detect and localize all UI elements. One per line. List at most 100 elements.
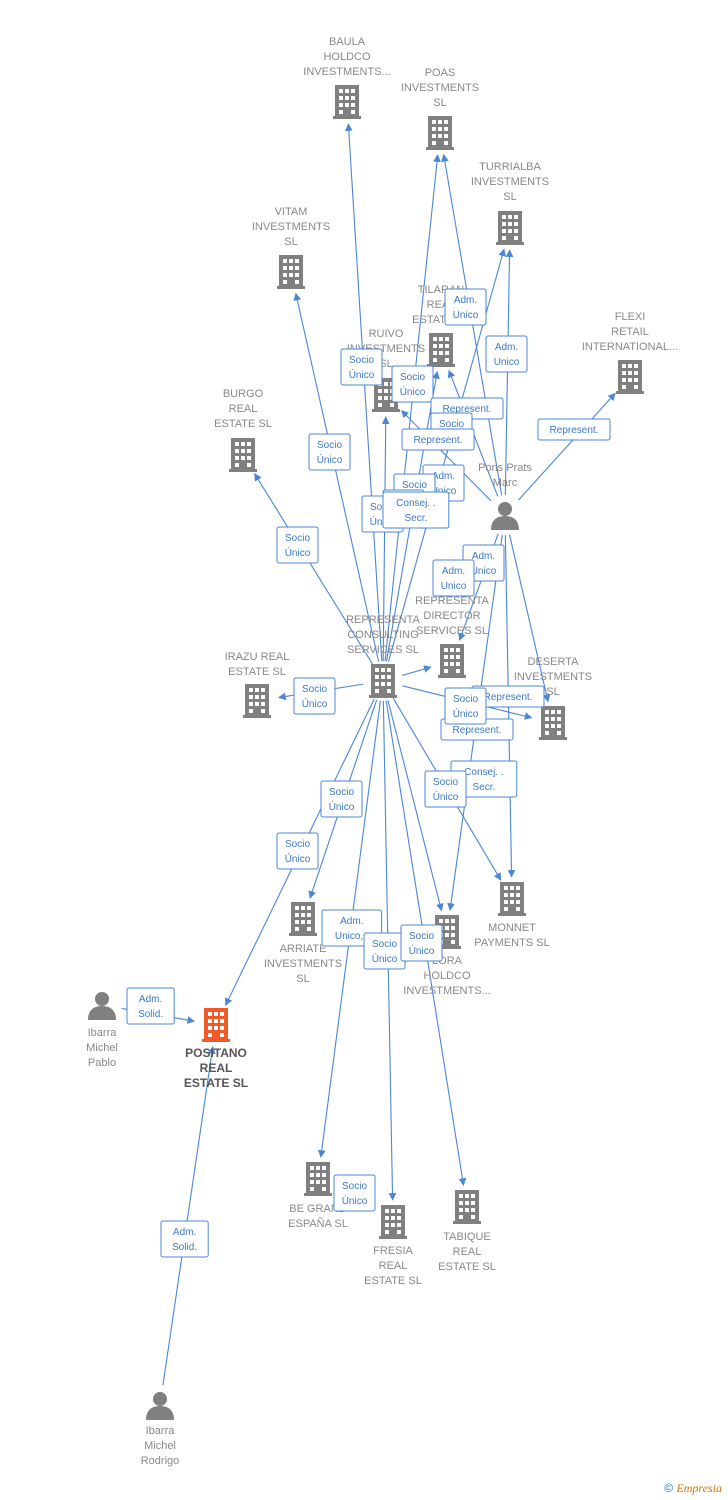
edge-label-l16[interactable]: Adm.Unico [432, 559, 475, 597]
node-label-line: Rodrigo [141, 1455, 180, 1467]
edge-label-text: Único [285, 546, 311, 559]
edge-label-text: Único [433, 790, 459, 803]
edge-ibarra_rodrigo-to-positano [162, 1046, 216, 1386]
edge-label-l1[interactable]: Adm.Unico [444, 288, 487, 326]
node-label-line: SL [284, 236, 297, 248]
node-label-line: FRESIA [373, 1245, 413, 1257]
node-label-line: TURRIALBA [479, 161, 541, 173]
node-label-line: DESERTA [528, 656, 580, 668]
node-layer: BAULAHOLDCOINVESTMENTS...POASINVESTMENTS… [86, 36, 678, 1467]
node-label-line: ARRIATE [280, 943, 327, 955]
building-icon [304, 1162, 332, 1196]
edge-label-text: Único [342, 1194, 368, 1207]
node-label-line: RETAIL [611, 326, 649, 338]
edge-representa_consulting-to-vitam [293, 292, 380, 662]
building-icon [289, 902, 317, 936]
building-icon [379, 1205, 407, 1239]
edge-label-text: Socio [329, 787, 354, 798]
edge-label-l29[interactable]: Adm.Solid. [126, 987, 175, 1025]
edge-label-text: Único [400, 385, 426, 398]
edge-label-text: Socio [285, 533, 310, 544]
building-icon [277, 255, 305, 289]
edge-label-text: Unico [441, 581, 467, 592]
edge-label-text: Socio [402, 480, 427, 491]
edge-label-text: Único [285, 852, 311, 865]
edge-label-l2[interactable]: Adm.Unico [485, 335, 528, 373]
edge-label-text: Represent. [443, 404, 492, 415]
edge-label-text: Unico [453, 310, 479, 321]
node-label-line: ESTATE SL [438, 1261, 496, 1273]
edge-label-text: Solid. [138, 1009, 163, 1020]
edge-label-text: Socio [372, 939, 397, 950]
edge-label-l7[interactable]: Represent. [537, 418, 611, 441]
edge-label-text: Adm. [173, 1227, 196, 1238]
edge-label-text: Represent. [414, 435, 463, 446]
edge-label-text: Socio [302, 684, 327, 695]
edge-label-l31[interactable]: Adm.Solid. [160, 1220, 209, 1258]
edge-representa_consulting-to-burgo [254, 473, 373, 665]
node-label-line: SL [379, 358, 392, 370]
node-baula[interactable]: BAULAHOLDCOINVESTMENTS... [303, 36, 391, 119]
building-icon [539, 706, 567, 740]
edge-label-l8[interactable]: Represent. [401, 428, 475, 451]
node-label-line: Pons Prats [478, 462, 532, 474]
node-flexi[interactable]: FLEXIRETAILINTERNATIONAL... [582, 311, 678, 394]
brand-name: Empresia [676, 1481, 722, 1495]
edge-label-text: Socio [409, 931, 434, 942]
node-label-line: INVESTMENTS [401, 82, 479, 94]
building-icon [616, 360, 644, 394]
node-label-line: SERVICES SL [416, 625, 488, 637]
edge-label-text: Adm. [472, 551, 495, 562]
node-label-line: Michel [86, 1042, 118, 1054]
building-icon [426, 116, 454, 150]
edge-label-text: Unico [471, 566, 497, 577]
node-label-line: ESTATE SL [364, 1275, 422, 1287]
node-label-line: INVESTMENTS [252, 221, 330, 233]
edge-representa_consulting-to-lora [387, 700, 444, 912]
node-label-line: SL [433, 97, 446, 109]
building-icon [427, 333, 455, 367]
edge-label-text: Único [317, 453, 343, 466]
node-label-line: INVESTMENTS [514, 671, 592, 683]
node-label-line: SL [296, 973, 309, 985]
edge-representa_consulting-to-poas [384, 154, 441, 662]
node-lora[interactable]: LORAHOLDCOINVESTMENTS... [403, 915, 491, 997]
copyright-symbol: © [664, 1481, 674, 1495]
edge-label-text: Único [302, 697, 328, 710]
building-icon [202, 1008, 230, 1042]
edge-label-l14[interactable]: Consej. .Secr. [382, 491, 450, 529]
node-label-line: SL [503, 191, 516, 203]
node-label-line: BE GRAND [289, 1203, 347, 1215]
